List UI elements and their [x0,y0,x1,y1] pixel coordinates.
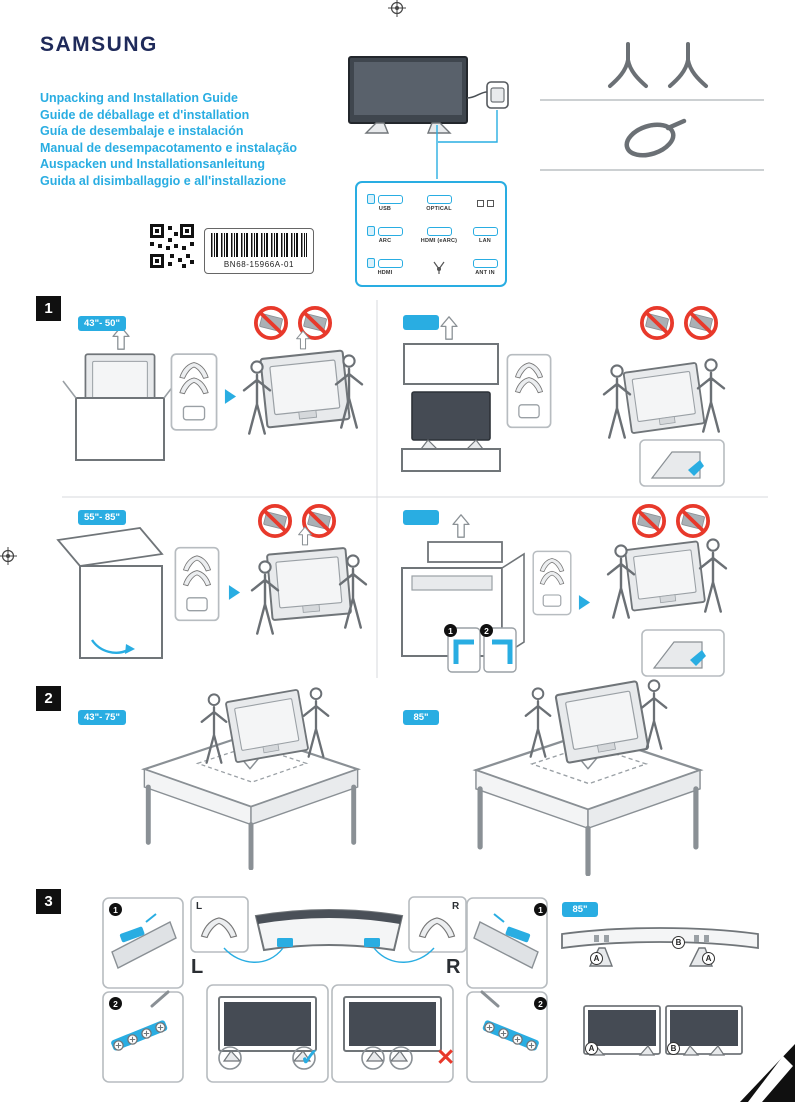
port-lan: LAN [467,219,503,251]
port-hdmi-earc-label: HDMI (eARC) [420,237,458,244]
tv-variant-b-label: B [667,1042,680,1055]
title-line-en: Unpacking and Installation Guide [40,91,238,105]
samsung-logo: SAMSUNG [40,33,158,56]
title-line-fr: Guide de déballage et d'installation [40,107,250,122]
size-badge-row2-right [403,510,439,525]
page-fold-corner [740,1044,795,1102]
port-ant-in-label: ANT IN [475,269,495,276]
illus-stand-correct [206,984,329,1083]
antenna-icon [433,261,445,274]
size-badge-43-50: 43"- 50" [78,316,126,331]
tv-illustration [348,56,468,134]
corner-guard-step-2: 2 [480,624,493,637]
port-optical: OPTICAL [411,187,467,219]
stand-label-right: R [446,956,461,978]
barcode [211,233,307,257]
correct-check-mark: ✓ [300,1044,320,1070]
registration-mark-left [0,547,17,565]
size-badge-row1-right [403,315,439,330]
hdmi-icon [367,258,375,268]
usb-icon [367,194,375,204]
illus-place-table-large [476,679,700,874]
section-2-number: 2 [36,686,61,711]
service-icons [467,187,503,219]
size-badge-85-s2: 85" [403,710,439,725]
illus-unbox-liftbox [401,305,726,487]
illus-stand-attach-panels [102,897,548,1083]
illus-mini-panels-lr [190,896,467,953]
section-3-number: 3 [36,889,61,914]
title-block: Unpacking and Installation Guide Guide d… [40,90,350,189]
service-icon-1 [476,199,484,207]
service-icon-2 [486,199,494,207]
section1-dividers [62,300,768,678]
position-marker-a-left: A [590,952,603,965]
qr-code [148,222,196,270]
part-number: BN68-15966A-01 [223,260,295,269]
size-badge-85-s3: 85" [562,902,598,917]
port-hdmi: HDMI [359,251,411,283]
cable-tie-accessory [624,118,687,158]
position-marker-a-right: A [702,952,715,965]
illus-tv-underside [223,909,435,963]
mini-label-left: L [196,901,203,912]
arc-port-icon [378,226,403,236]
optical-port-icon [426,194,452,204]
power-outlet-illustration [466,81,509,109]
illus-unbox-85 [401,503,728,677]
accessory-dividers [540,99,764,171]
port-arc-label: ARC [378,238,392,244]
illus-85-tv-b [665,1005,743,1056]
port-usb-label: USB [378,206,392,212]
ant-port-icon [472,258,498,268]
illus-place-table-small [144,687,357,868]
usb-port-icon [378,194,403,204]
position-marker-b-right: B [672,936,685,949]
connector-lines [436,110,498,179]
port-hdmi-earc: HDMI (eARC) [411,219,467,251]
title-line-de: Auspacken und Installationsanleitung [40,157,266,171]
attach-right-step-1: 1 [534,903,547,916]
port-hdmi-label: HDMI [377,270,393,276]
wrong-cross-mark: ✕ [436,1044,456,1070]
size-badge-43-75: 43"- 75" [78,710,126,725]
port-optical-label: OPTICAL [426,205,452,212]
corner-guard-step-1: 1 [444,624,457,637]
title-line-es: Guía de desembalaje e instalación [40,124,244,138]
stand-legs-accessory [608,42,708,88]
illus-unbox-small [62,305,364,461]
illus-unbox-55 [56,503,368,659]
lan-port-icon [472,226,498,236]
ports-diagram: USB OPTICAL ARC HDMI (eARC) LAN HDMI ANT… [355,181,507,287]
attach-right-step-2: 2 [534,997,547,1010]
port-lan-label: LAN [479,237,491,244]
illus-stand-wrong [331,984,454,1083]
illus-85-tv-a [583,1005,661,1056]
registration-mark-top [388,0,406,17]
section-1-number: 1 [36,296,61,321]
mini-label-right: R [452,901,460,912]
attach-left-step-1: 1 [109,903,122,916]
size-badge-55-85: 55"- 85" [78,510,126,525]
barcode-label: BN68-15966A-01 [204,228,314,274]
hdmi-earc-port-icon [426,226,452,236]
stand-label-left: L [191,956,204,978]
antenna-icon-cell [411,251,467,283]
title-line-it: Guida al disimballaggio e all'installazi… [40,173,287,188]
arc-icon [367,226,375,236]
attach-left-step-2: 2 [109,997,122,1010]
port-usb: USB [359,187,411,219]
port-ant-in: ANT IN [467,251,503,283]
hdmi-port-icon [378,258,403,268]
title-line-pt: Manual de desempacotamento e instalação [40,140,298,155]
port-arc: ARC [359,219,411,251]
tv-variant-a-label: A [585,1042,598,1055]
